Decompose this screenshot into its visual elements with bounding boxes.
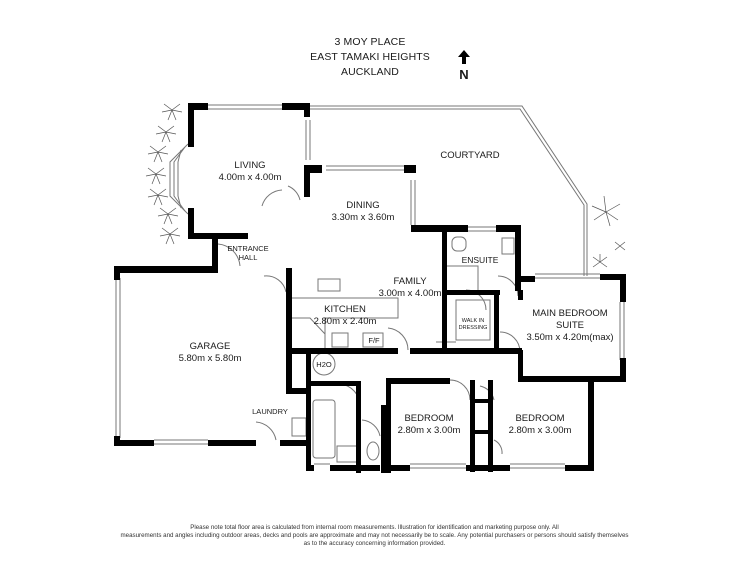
room-dining: DINING 3.30m x 3.60m [323,200,403,224]
room-kitchen: KITCHEN 2.80m x 2.40m [305,304,385,328]
room-name: KITCHEN [324,304,366,315]
room-name: GARAGE [189,341,231,352]
room-dims: 3.50m x 4.20m(max) [526,332,614,343]
room-name-line2: DRESSING [458,325,488,331]
room-name: BEDROOM [515,413,565,424]
hot-water-cylinder-label: H2O [316,360,332,369]
room-name-line2: SUITE [556,320,584,331]
room-bedroom-3: BEDROOM 2.80m x 3.00m [500,413,580,437]
room-main-bedroom-suite: MAIN BEDROOM SUITE 3.50m x 4.20m(max) [520,308,620,344]
north-arrow-icon [458,50,470,64]
room-name-line1: WALK IN [461,318,485,324]
room-family: FAMILY 3.00m x 4.00m [370,276,450,300]
room-dims: 2.80m x 2.40m [313,316,377,327]
room-name: LIVING [234,160,266,171]
room-bedroom-2: BEDROOM 2.80m x 3.00m [390,413,468,437]
room-name-line1: ENTRANCE [227,244,269,253]
palm-plant-icons [145,103,626,268]
room-ensuite: ENSUITE [455,256,505,265]
room-name: BEDROOM [404,413,454,424]
room-name: DINING [346,200,380,211]
disclaimer-text: Please note total floor area is calculat… [100,524,649,549]
room-dims: 3.30m x 3.60m [331,212,395,223]
room-dims: 3.00m x 4.00m [378,288,442,299]
room-living: LIVING 4.00m x 4.00m [210,160,290,184]
disclaimer-line-2: measurements and angles including outdoo… [120,532,629,540]
room-laundry: LAUNDRY [252,407,288,416]
disclaimer-line-1: Please note total floor area is calculat… [190,524,559,531]
room-dims: 5.80m x 5.80m [178,353,242,364]
north-indicator: N [456,50,472,82]
room-courtyard: COURTYARD [430,150,510,162]
room-garage: GARAGE 5.80m x 5.80m [170,341,250,365]
disclaimer-line-3: as to the accuracy concerning informatio… [303,540,446,548]
room-name: FAMILY [393,276,427,287]
address-line-suburb: EAST TAMAKI HEIGHTS [310,51,430,63]
room-dims: 4.00m x 4.00m [218,172,282,183]
room-name-line2: HALL [238,253,258,262]
property-address: 3 MOY PLACE EAST TAMAKI HEIGHTS AUCKLAND [300,35,440,80]
room-name: ENSUITE [461,255,499,265]
room-dims: 2.80m x 3.00m [397,425,461,436]
room-walk-in-dressing: WALK IN DRESSING [456,318,490,332]
fridge-freezer-label: F/F [368,336,380,345]
address-line-street: 3 MOY PLACE [334,36,406,48]
room-name-line1: MAIN BEDROOM [532,308,608,319]
north-label: N [459,67,469,82]
room-name: COURTYARD [440,150,500,161]
room-dims: 2.80m x 3.00m [508,425,572,436]
address-line-city: AUCKLAND [341,66,399,78]
room-entrance-hall: ENTRANCE HALL [218,244,278,262]
